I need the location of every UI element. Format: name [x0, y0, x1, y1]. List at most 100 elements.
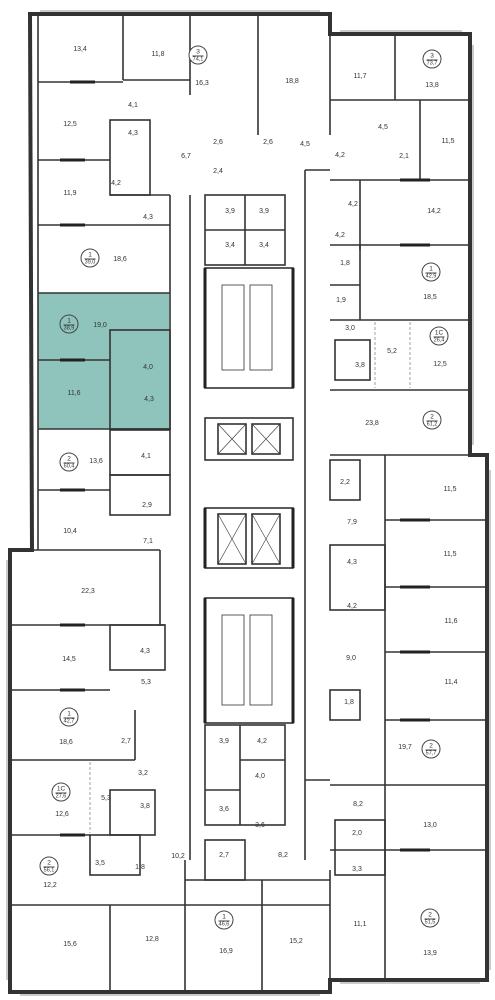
apartment-area: 56,1 [43, 866, 55, 873]
room-area-label: 4,3 [128, 130, 138, 137]
room-area-label: 11,9 [63, 190, 77, 197]
apartment-rooms: 1С [434, 329, 444, 336]
room-area-label: 13,8 [425, 82, 439, 89]
room-area-label: 3,4 [225, 242, 235, 249]
room-area-label: 13,9 [423, 950, 437, 957]
room-area-label: 1,9 [336, 297, 346, 304]
apartment-rooms: 1 [67, 317, 71, 324]
apartment-rooms: 2 [428, 911, 432, 918]
apartment-area: 57,7 [425, 749, 437, 756]
room-area-label: 11,5 [441, 138, 455, 145]
room-area-label: 4,3 [144, 396, 154, 403]
room-area-label: 10,4 [63, 528, 77, 535]
apartment-rooms: 3 [430, 52, 434, 59]
room-area-label: 3,9 [219, 738, 229, 745]
room-area-label: 3,9 [225, 208, 235, 215]
room-area-label: 3,2 [138, 770, 148, 777]
room-area-label: 1,8 [340, 260, 350, 267]
apartment-rooms: 1 [88, 251, 92, 258]
apartment-area: 74,1 [192, 55, 204, 62]
apartment-area: 61,2 [426, 420, 438, 427]
room-area-label: 1,8 [344, 699, 354, 706]
room-area-label: 12,6 [55, 811, 69, 818]
room-area-label: 3,8 [140, 803, 150, 810]
room-area-label: 2,7 [121, 738, 131, 745]
room-area-label: 2,0 [352, 830, 362, 837]
room-area-label: 13,6 [89, 458, 103, 465]
room-area-label: 9,0 [346, 655, 356, 662]
apartment-rooms: 1 [67, 710, 71, 717]
room-area-label: 4,3 [347, 559, 357, 566]
room-area-label: 11,4 [444, 679, 458, 686]
room-area-label: 12,5 [433, 361, 447, 368]
room-area-label: 11,8 [151, 51, 165, 58]
apartment-rooms: 2 [430, 413, 434, 420]
room-area-label: 19,7 [398, 744, 412, 751]
room-area-label: 12,5 [63, 121, 77, 128]
apartment-area: 38,9 [63, 324, 75, 331]
room-area-label: 4,2 [335, 232, 345, 239]
room-area-label: 14,5 [62, 656, 76, 663]
room-area-label: 11,5 [443, 551, 457, 558]
room-area-label: 4,3 [140, 648, 150, 655]
room-area-label: 19,0 [93, 322, 107, 329]
room-area-label: 3,6 [219, 806, 229, 813]
zone-dividers [89, 322, 411, 833]
room-area-label: 11,6 [67, 390, 81, 397]
apartment-area: 51,5 [424, 918, 436, 925]
room-area-label: 3,6 [255, 822, 265, 829]
room-area-label: 2,6 [263, 139, 273, 146]
room-area-label: 18,6 [59, 739, 73, 746]
room-area-label: 16,9 [219, 948, 233, 955]
apartment-area: 39,0 [84, 258, 96, 265]
room-area-label: 13,0 [423, 822, 437, 829]
room-area-label: 5,3 [101, 795, 111, 802]
apartment-area: 73,7 [426, 59, 438, 66]
room-area-label: 4,1 [141, 453, 151, 460]
room-area-label: 8,2 [278, 852, 288, 859]
room-area-label: 4,5 [300, 141, 310, 148]
room-area-label: 4,3 [143, 214, 153, 221]
apartment-area: 46,6 [218, 920, 230, 927]
room-area-label: 2,4 [213, 168, 223, 175]
room-area-label: 4,1 [128, 102, 138, 109]
interior-walls [12, 16, 487, 990]
room-area-label: 2,7 [219, 852, 229, 859]
room-area-label: 10,2 [171, 853, 185, 860]
apartment-rooms: 3 [196, 48, 200, 55]
room-area-label: 4,5 [378, 124, 388, 131]
room-area-label: 4,2 [347, 603, 357, 610]
apartment-rooms: 1 [429, 265, 433, 272]
apartment-area: 42,9 [425, 272, 437, 279]
apartment-rooms: 1 [222, 913, 226, 920]
highlighted-apartment[interactable] [38, 293, 169, 429]
room-area-label: 23,8 [365, 420, 379, 427]
room-area-label: 14,2 [427, 208, 441, 215]
room-area-label: 15,6 [63, 941, 77, 948]
room-area-label: 11,1 [353, 921, 367, 928]
room-area-label: 3,5 [95, 860, 105, 867]
room-area-label: 15,2 [289, 938, 303, 945]
room-area-label: 4,2 [348, 201, 358, 208]
room-area-label: 4,0 [143, 364, 153, 371]
apartment-rooms: 2 [429, 742, 433, 749]
room-area-label: 4,2 [335, 152, 345, 159]
room-area-label: 16,3 [195, 80, 209, 87]
room-area-label: 4,2 [111, 180, 121, 187]
window-bands [6, 10, 491, 996]
room-area-label: 4,2 [257, 738, 267, 745]
